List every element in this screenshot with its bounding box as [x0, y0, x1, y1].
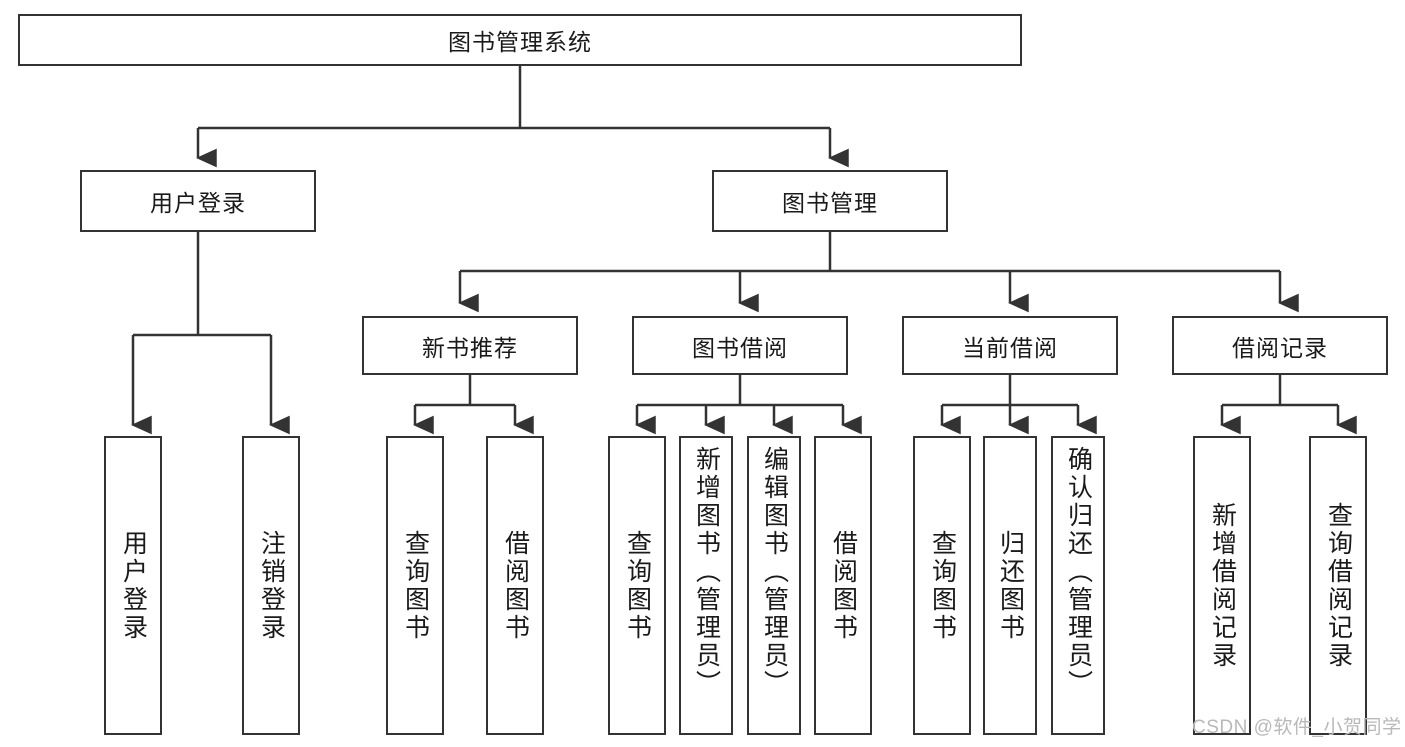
node-label: 图书借阅	[692, 334, 788, 361]
node-label: 借阅图书	[829, 529, 858, 642]
node-label: 注销登录	[257, 529, 286, 642]
node-leaf-confirm-return[interactable]: 确认归还（管理员）	[1051, 436, 1105, 735]
node-leaf-logout[interactable]: 注销登录	[242, 436, 300, 735]
node-label: 新书推荐	[422, 334, 518, 361]
node-book-borrow[interactable]: 图书借阅	[632, 316, 848, 375]
node-label: 借阅图书	[501, 529, 530, 642]
node-leaf-borrow-book-rec[interactable]: 借阅图书	[486, 436, 544, 735]
node-label: 查询借阅记录	[1324, 501, 1353, 670]
node-leaf-user-login[interactable]: 用户登录	[104, 436, 162, 735]
node-leaf-query-book-rec[interactable]: 查询图书	[386, 436, 444, 735]
node-label: 编辑图书（管理员）	[760, 446, 789, 698]
node-borrow-record[interactable]: 借阅记录	[1172, 316, 1388, 375]
node-leaf-add-book[interactable]: 新增图书（管理员）	[679, 436, 733, 735]
node-label: 用户登录	[150, 190, 246, 216]
node-label: 新增借阅记录	[1208, 501, 1237, 670]
csdn-watermark: CSDN @软件_小贺同学	[1192, 717, 1402, 738]
node-label: 查询图书	[401, 529, 430, 642]
node-label: 用户登录	[119, 529, 148, 642]
node-label: 确认归还（管理员）	[1064, 446, 1093, 698]
node-user-login[interactable]: 用户登录	[80, 170, 316, 232]
node-label: 归还图书	[996, 529, 1025, 642]
node-root-system[interactable]: 图书管理系统	[18, 14, 1022, 66]
node-leaf-query-book-current[interactable]: 查询图书	[913, 436, 971, 735]
node-leaf-edit-book[interactable]: 编辑图书（管理员）	[747, 436, 801, 735]
node-label: 借阅记录	[1232, 334, 1328, 361]
node-label: 查询图书	[623, 529, 652, 642]
node-label: 当前借阅	[962, 334, 1058, 361]
node-leaf-borrow-book-borrow[interactable]: 借阅图书	[814, 436, 872, 735]
node-book-manage[interactable]: 图书管理	[712, 170, 948, 232]
node-label: 查询图书	[928, 529, 957, 642]
node-label: 图书管理系统	[448, 29, 592, 55]
node-current-borrow[interactable]: 当前借阅	[902, 316, 1118, 375]
node-label: 新增图书（管理员）	[692, 446, 721, 698]
node-leaf-query-borrow-record[interactable]: 查询借阅记录	[1309, 436, 1367, 735]
node-leaf-add-borrow-record[interactable]: 新增借阅记录	[1193, 436, 1251, 735]
node-leaf-return-book[interactable]: 归还图书	[983, 436, 1037, 735]
node-new-book-recommend[interactable]: 新书推荐	[362, 316, 578, 375]
node-leaf-query-book-borrow[interactable]: 查询图书	[608, 436, 666, 735]
node-label: 图书管理	[782, 190, 878, 216]
